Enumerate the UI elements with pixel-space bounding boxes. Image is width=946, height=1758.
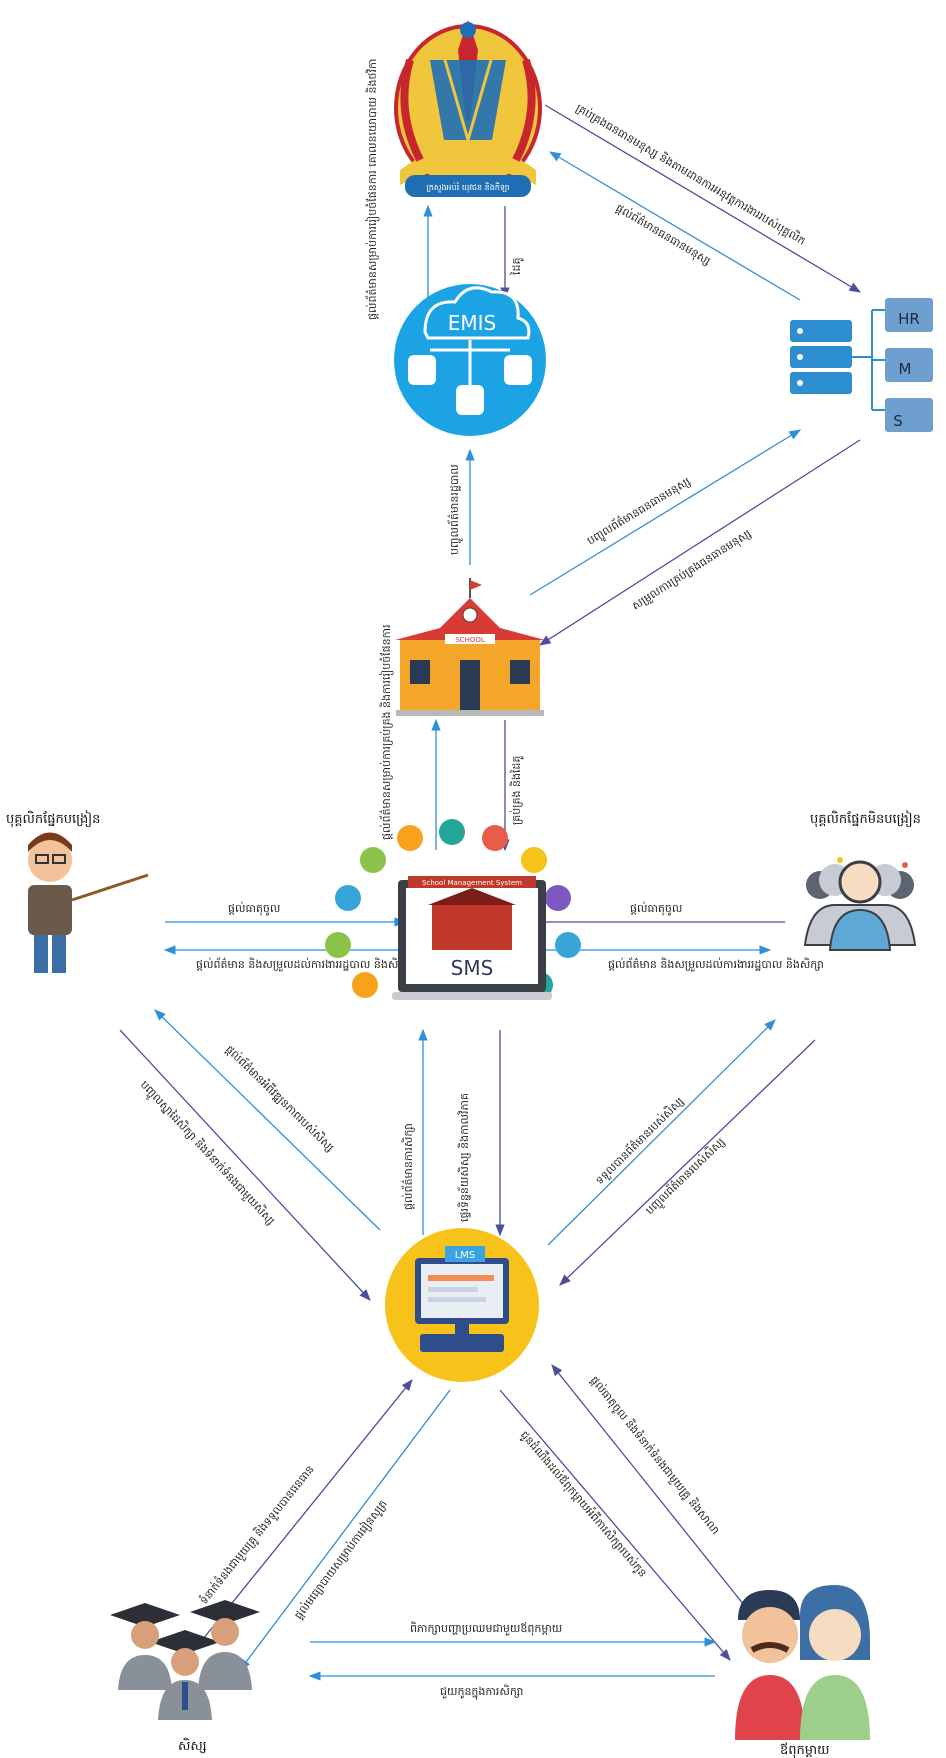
label-hr-to-school: សម្រួលការគ្រប់គ្រងធនធានមនុស្ស (629, 526, 754, 613)
label-parents-to-lms: ផ្ដល់ធាតុចូល និងទំនាក់ទំនងជាមួយគ្រូ និងស… (587, 1373, 723, 1538)
folder-icon: HR M S (885, 298, 933, 432)
staff-caption: បុគ្គលិកផ្នែកមិនបង្រៀន (810, 810, 921, 828)
sms-label: SMS (451, 956, 494, 980)
arrow-lms-to-staff (547, 1019, 776, 1246)
label-school-to-sms: គ្រប់គ្រង និងដៃគូ (509, 756, 524, 825)
label-sms-to-teacher: ផ្ដល់ព័ត៌មាន និងសម្រួលដល់ការងាររដ្ឋបាល ន… (196, 957, 412, 972)
folder-hr-label: HR (898, 310, 920, 328)
label-students-to-lms: ទំនាក់ទំនងជាមួយគ្រូ និងទទួលបានធនធាន (196, 1462, 317, 1607)
arrow-hr-to-moeys (548, 151, 801, 301)
label-sms-to-school: ផ្ដល់ព័ត៌មានសម្រាប់ការគ្រប់គ្រង និងការរៀ… (379, 624, 394, 840)
label-moeys-to-hr: គ្រប់គ្រងធនធានមនុស្ស និងតាមដានការអនុវត្ត… (573, 101, 808, 249)
arrow-parents-to-lms (551, 1364, 761, 1626)
label-staff-to-sms: ផ្ដល់ធាតុចូល (630, 901, 682, 916)
teacher-caption: បុគ្គលិកផ្នែកបង្រៀន (6, 810, 100, 828)
folder-s-label: S (893, 412, 903, 430)
parents-node (735, 1585, 870, 1740)
parents-caption: ឪពុកម្ដាយ (780, 1742, 830, 1758)
label-sms-to-staff: ផ្ដល់ព័ត៌មាន និងសម្រួលដល់ការងាររដ្ឋបាល ន… (608, 957, 824, 972)
lms-node: LMS (385, 1228, 539, 1382)
label-school-to-hr: បញ្ចូលព័ត៌មានធនធានមនុស្ស (584, 474, 693, 549)
sms-icon-ring (325, 819, 581, 998)
label-staff-to-lms: បញ្ចូលព័ត៌មានរបស់សិស្ស (642, 1135, 728, 1219)
arrow-teacher-to-lms (119, 1029, 371, 1301)
arrow-school-to-hr (529, 429, 801, 596)
arrow-lms-to-teacher (154, 1009, 381, 1231)
label-emis-to-moeys: ផ្ដល់ព័ត៌មានសម្រាប់ការរៀបចំផែនការ គោលនយោ… (365, 59, 380, 320)
label-school-to-emis: បញ្ចូលព័ត៌មានរដ្ឋបាល (447, 464, 463, 555)
label-sms-to-lms: ផ្ទេរទិន្នន័យសិស្ស និងកាលវិភាគ (457, 1093, 471, 1222)
emis-label: EMIS (448, 311, 497, 335)
lms-label: LMS (455, 1250, 476, 1261)
arrow-lms-to-students (239, 1389, 451, 1671)
label-lms-to-staff: ទទួលបានព័ត៌មានរបស់សិស្ស (592, 1094, 687, 1188)
arrow-lms-to-parents (499, 1389, 731, 1661)
teacher-node (28, 832, 149, 973)
students-caption: សិស្ស (178, 1737, 207, 1754)
staff-node (803, 857, 917, 951)
folder-m-label: M (899, 360, 912, 378)
hrmis-server-node: HR M S (790, 298, 933, 432)
label-hr-to-moeys: ផ្ដល់ព័ត៌មានធនធានមនុស្ស (613, 201, 714, 269)
arrow-staff-to-lms (559, 1039, 816, 1286)
students-node (110, 1600, 260, 1720)
label-lms-to-parents: ជូនដំណឹងដល់ឪពុកម្ដាយអំពីការសិក្សារបស់កូន (517, 1428, 650, 1581)
emis-node: EMIS (394, 284, 546, 436)
label-students-to-parents: ពិភាក្សាបញ្ហាប្រឈមជាមួយឪពុកម្ដាយ (410, 1621, 562, 1636)
school-node: SCHOOL (395, 578, 545, 716)
label-parents-to-students: ជួយកូនក្នុងការសិក្សា (440, 1684, 523, 1700)
moeys-ribbon-text: ក្រសួងអប់រំ យុវជន និងកីឡា (426, 182, 509, 193)
label-moeys-to-emis: ដៃគូ (509, 258, 524, 276)
moeys-crest-node: ក្រសួងអប់រំ យុវជន និងកីឡា (394, 20, 542, 197)
label-lms-to-teacher: ផ្ដល់ព័ត៌មានអំពីវឌ្ឍនភាពរបស់សិស្ស (223, 1042, 337, 1154)
arrow-moeys-to-hr (544, 104, 862, 293)
arrow-hr-to-school (539, 439, 861, 646)
label-teacher-to-sms: ផ្ដល់ធាតុចូល (228, 901, 280, 916)
sms-banner: School Management System (422, 879, 522, 887)
sms-node: School Management System SMS (325, 819, 581, 1000)
label-teacher-to-lms: បញ្ចូលស្នាដៃសិក្សា និងទំនាក់ទំនងជាមួយសិស… (136, 1078, 278, 1229)
school-sign: SCHOOL (455, 636, 485, 644)
label-lms-to-sms: ផ្ដល់ព័ត៌មានការសិក្សា (401, 1123, 415, 1210)
database-icon (408, 355, 532, 415)
label-lms-to-students: ផ្ដល់មធ្យោបាយសម្រាប់ការរៀនសូត្រ (291, 1497, 390, 1622)
